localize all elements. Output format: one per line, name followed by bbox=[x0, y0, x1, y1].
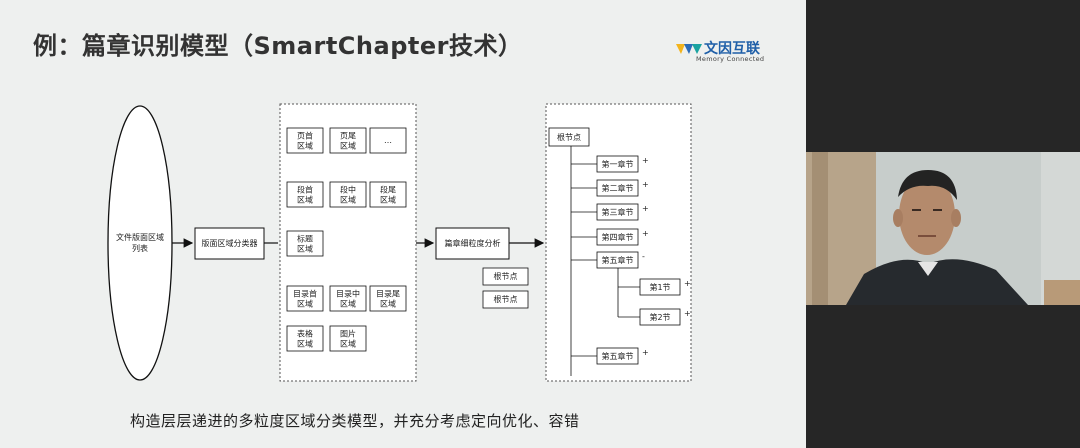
chapter-node-label: 第五章节 bbox=[602, 351, 634, 361]
logo-name-cn: 文因互联 bbox=[704, 41, 760, 57]
region-type-label: 区域 bbox=[297, 244, 313, 254]
expand-marker: + bbox=[684, 309, 691, 318]
region-type-label: 标题 bbox=[297, 234, 313, 244]
logo-mark-icon bbox=[676, 44, 702, 54]
root-node-box bbox=[482, 290, 529, 309]
expand-marker: + bbox=[642, 348, 649, 357]
region-type-label: 区域 bbox=[340, 299, 356, 309]
region-type-box bbox=[329, 325, 367, 352]
presenter-video[interactable] bbox=[806, 152, 1080, 305]
root-node-label: 根节点 bbox=[494, 271, 518, 281]
chapter-node-label: 第三章节 bbox=[602, 207, 634, 217]
region-type-label: 区域 bbox=[380, 195, 396, 205]
chapter-node-label: 第四章节 bbox=[602, 232, 634, 242]
logo-name-en: Memory Connected bbox=[696, 55, 765, 63]
expand-marker: + bbox=[642, 229, 649, 238]
region-type-label: 目录中 bbox=[336, 289, 360, 299]
chapter-model-diagram: 文件版面区域 列表 版面区域分类器 页首区域页尾区域…段首区域段中区域段尾区域标… bbox=[107, 103, 692, 382]
region-type-box bbox=[369, 181, 407, 208]
region-type-box bbox=[369, 127, 407, 154]
video-panel-bottom bbox=[806, 305, 1080, 448]
classifier-label: 版面区域分类器 bbox=[202, 238, 258, 248]
region-type-label: 段尾 bbox=[380, 185, 396, 195]
region-type-box bbox=[286, 127, 324, 154]
layout-region-list-ellipse bbox=[107, 105, 173, 381]
fine-grained-analysis-box bbox=[435, 227, 510, 260]
root-node-label: 根节点 bbox=[494, 294, 518, 304]
region-type-label: 区域 bbox=[297, 299, 313, 309]
region-type-box bbox=[286, 230, 324, 257]
region-type-box bbox=[286, 181, 324, 208]
region-type-box bbox=[329, 127, 367, 154]
chapter-node-label: 第二章节 bbox=[602, 183, 634, 193]
region-type-label: 目录尾 bbox=[376, 290, 400, 299]
region-type-box bbox=[329, 181, 367, 208]
video-panel-top bbox=[806, 0, 1080, 152]
tree-root-label: 根节点 bbox=[557, 132, 581, 142]
region-type-label: 区域 bbox=[340, 195, 356, 205]
expand-marker: - bbox=[642, 252, 645, 261]
region-type-box bbox=[369, 285, 407, 312]
region-type-label: 区域 bbox=[340, 339, 356, 349]
tree-root-box bbox=[548, 127, 590, 147]
root-node-box bbox=[482, 267, 529, 286]
region-type-label: 区域 bbox=[297, 339, 313, 349]
slide-caption: 构造层层递进的多粒度区域分类模型，并充分考虑定向优化、容错 bbox=[130, 412, 580, 430]
region-type-label: 页首 bbox=[297, 131, 313, 141]
section-node-label: 第1节 bbox=[649, 282, 670, 292]
region-type-label: 区域 bbox=[340, 141, 356, 151]
region-type-label: 区域 bbox=[297, 195, 313, 205]
chapter-node-box bbox=[596, 228, 639, 246]
chapter-node-box bbox=[596, 155, 639, 173]
ellipse-label-line2: 列表 bbox=[132, 243, 148, 253]
section-node-label: 第2节 bbox=[649, 312, 670, 322]
chapter-node-box bbox=[596, 179, 639, 197]
expand-marker: + bbox=[642, 204, 649, 213]
chapter-node-box bbox=[596, 251, 639, 269]
region-type-label: 页尾 bbox=[340, 132, 356, 141]
section-node-box bbox=[639, 308, 681, 326]
region-type-label: 段首 bbox=[297, 185, 313, 195]
chapter-node-label: 第五章节 bbox=[602, 255, 634, 265]
region-type-label: 区域 bbox=[297, 141, 313, 151]
company-logo: 文因互联 Memory Connected bbox=[676, 38, 776, 68]
region-type-label: 区域 bbox=[380, 299, 396, 309]
chapter-node-box bbox=[596, 347, 639, 365]
chapter-tree: 根节点第一章节+第二章节+第三章节+第四章节+第五章节-第1节+第2节+第五章节… bbox=[548, 127, 691, 376]
region-type-box bbox=[286, 325, 324, 352]
expand-marker: + bbox=[642, 156, 649, 165]
region-type-label: … bbox=[384, 136, 392, 145]
region-type-label: 表格 bbox=[297, 329, 313, 339]
region-type-label: 段中 bbox=[340, 185, 356, 195]
chapter-node-label: 第一章节 bbox=[602, 159, 634, 169]
slide: 例：篇章识别模型（SmartChapter技术） 文因互联 Memory Con… bbox=[0, 0, 806, 448]
section-node-box bbox=[639, 278, 681, 296]
ellipse-label-line1: 文件版面区域 bbox=[116, 232, 164, 242]
analysis-label: 篇章细粒度分析 bbox=[445, 238, 501, 248]
region-type-label: 目录首 bbox=[293, 289, 317, 299]
presenter-video-icon bbox=[806, 152, 1080, 305]
expand-marker: + bbox=[642, 180, 649, 189]
chapter-node-box bbox=[596, 203, 639, 221]
expand-marker: + bbox=[684, 279, 691, 288]
region-type-box bbox=[286, 285, 324, 312]
region-boxes: 页首区域页尾区域…段首区域段中区域段尾区域标题区域目录首区域目录中区域目录尾区域… bbox=[286, 127, 407, 352]
slide-title: 例：篇章识别模型（SmartChapter技术） bbox=[33, 32, 523, 60]
region-type-box bbox=[329, 285, 367, 312]
region-type-label: 图片 bbox=[340, 329, 356, 339]
